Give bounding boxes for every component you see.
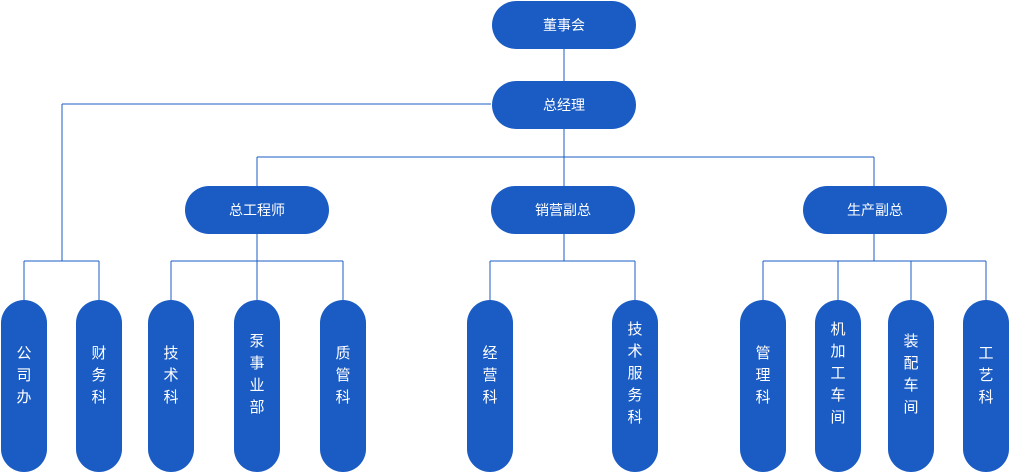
node-board-label: 董事会 [543, 18, 585, 34]
node-management[interactable]: 管理科 [740, 300, 786, 472]
node-finance-label: 财务科 [89, 345, 108, 411]
node-business-label: 经营科 [480, 345, 499, 411]
node-finance[interactable]: 财务科 [76, 300, 122, 472]
node-chief-engineer-label: 总工程师 [229, 203, 285, 219]
node-general-manager-label: 总经理 [543, 98, 585, 114]
node-machining-workshop[interactable]: 机加工车间 [815, 300, 861, 472]
node-tech-service-label: 技术服务科 [625, 321, 644, 431]
node-sales-vp-label: 销营副总 [535, 203, 591, 219]
node-production-vp[interactable]: 生产副总 [803, 186, 947, 234]
node-assembly-workshop[interactable]: 装配车间 [888, 300, 934, 472]
node-chief-engineer[interactable]: 总工程师 [185, 186, 329, 234]
node-company-office[interactable]: 公司办 [1, 300, 47, 472]
node-pump-division[interactable]: 泵事业部 [234, 300, 280, 472]
node-production-vp-label: 生产副总 [847, 203, 903, 219]
node-assembly-workshop-label: 装配车间 [901, 333, 920, 421]
node-quality[interactable]: 质管科 [320, 300, 366, 472]
node-machining-workshop-label: 机加工车间 [828, 321, 847, 431]
node-quality-label: 质管科 [333, 345, 352, 411]
node-tech-service[interactable]: 技术服务科 [612, 300, 658, 472]
node-process-label: 工艺科 [976, 345, 995, 411]
node-tech-dept-label: 技术科 [161, 345, 180, 411]
node-business[interactable]: 经营科 [467, 300, 513, 472]
node-general-manager[interactable]: 总经理 [492, 81, 636, 129]
node-board[interactable]: 董事会 [492, 1, 636, 49]
node-sales-vp[interactable]: 销营副总 [491, 186, 635, 234]
node-company-office-label: 公司办 [14, 345, 33, 411]
node-tech-dept[interactable]: 技术科 [148, 300, 194, 472]
node-management-label: 管理科 [753, 345, 772, 411]
node-process[interactable]: 工艺科 [963, 300, 1009, 472]
node-pump-division-label: 泵事业部 [247, 333, 266, 421]
